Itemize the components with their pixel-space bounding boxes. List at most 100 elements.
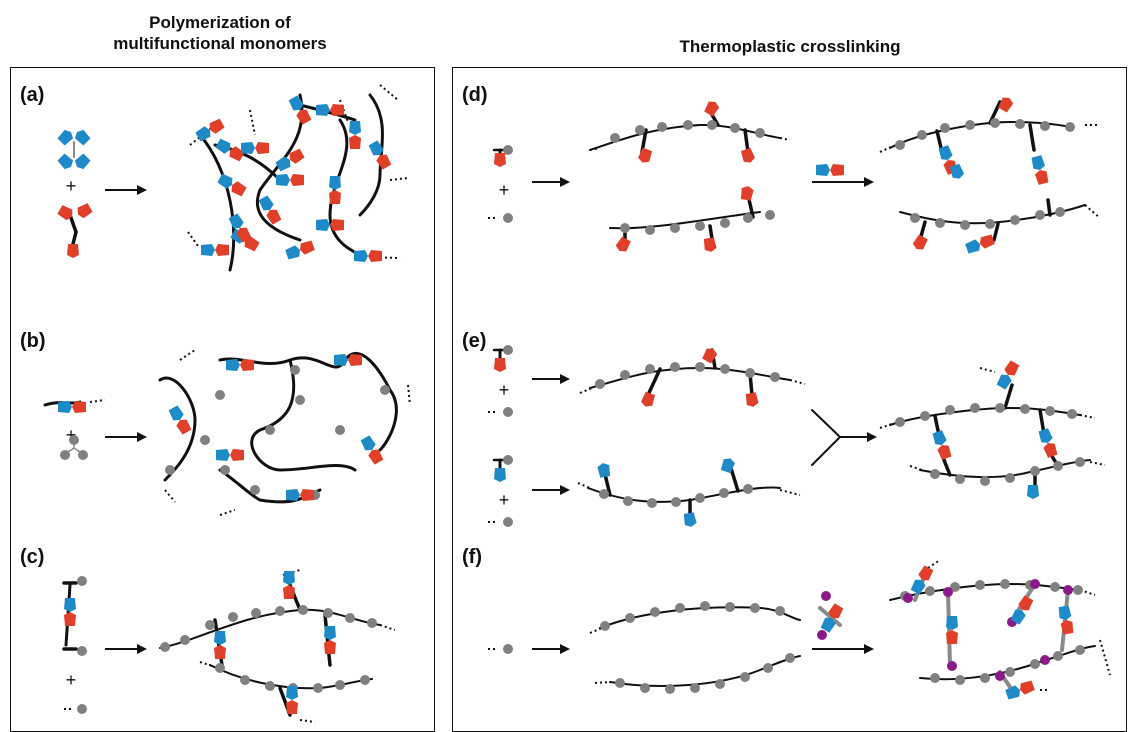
grey-bead	[695, 493, 705, 503]
grey-bead	[200, 435, 210, 445]
red-unit-shape	[1018, 595, 1034, 611]
chain-continuation	[1099, 639, 1111, 676]
red-unit	[77, 203, 93, 219]
blue-unit-shape	[324, 626, 336, 640]
chain-continuation	[779, 137, 791, 141]
red-unit-shape	[830, 164, 844, 176]
blue-unit	[329, 176, 341, 190]
red-unit	[72, 401, 86, 413]
grey-bead	[675, 603, 685, 613]
grey-bead	[740, 672, 750, 682]
red-unit-shape	[236, 227, 252, 243]
panel-label-a: (a)	[20, 84, 45, 106]
red-unit	[703, 237, 717, 252]
grey-bead	[960, 220, 970, 230]
red-unit	[376, 154, 392, 170]
grey-bead	[69, 435, 79, 445]
blue-unit-shape	[360, 435, 376, 451]
red-unit-shape	[368, 449, 384, 465]
blue-unit-shape	[258, 195, 274, 211]
reactive-units	[57, 95, 1074, 714]
blue-unit	[283, 571, 295, 585]
grey-bead	[950, 582, 960, 592]
blue-unit	[946, 616, 958, 630]
red-unit	[918, 565, 934, 581]
grey-bead	[930, 673, 940, 683]
crosslink-strand	[1060, 588, 1070, 652]
grey-bead	[640, 683, 650, 693]
blue-unit	[74, 129, 91, 146]
polymer-chain	[158, 352, 398, 504]
grey-bead	[750, 603, 760, 613]
grey-bead	[335, 425, 345, 435]
red-unit	[64, 612, 76, 626]
blue-unit-shape	[1005, 685, 1021, 700]
red-unit	[494, 153, 506, 167]
grey-bead	[313, 683, 323, 693]
grey-bead	[503, 345, 513, 355]
plus-sign-b: +	[65, 425, 77, 445]
chain-continuation	[249, 109, 256, 136]
purple-end-group	[821, 591, 831, 601]
grey-beads	[60, 118, 1085, 714]
chain-continuation	[1079, 414, 1096, 419]
red-unit-shape	[348, 354, 362, 366]
red-unit-shape	[176, 419, 192, 435]
grey-bead	[215, 663, 225, 673]
red-unit	[300, 240, 315, 255]
blue-unit	[201, 244, 215, 256]
red-unit-shape	[745, 392, 759, 407]
grey-bead	[1053, 461, 1063, 471]
blue-unit	[996, 374, 1012, 390]
red-unit-shape	[77, 203, 93, 219]
grey-bead	[220, 465, 230, 475]
chain-continuation	[577, 482, 591, 489]
red-unit	[745, 392, 759, 407]
grey-bead	[945, 405, 955, 415]
blue-unit-shape	[228, 213, 244, 229]
grey-bead	[503, 455, 513, 465]
purple-bead	[1063, 585, 1073, 595]
grey-bead	[1005, 667, 1015, 677]
red-unit	[979, 234, 995, 249]
chain-continuation	[199, 661, 213, 667]
red-unit-shape	[300, 240, 315, 255]
grey-bead	[683, 120, 693, 130]
grey-bead	[700, 601, 710, 611]
red-unit	[266, 209, 282, 225]
grey-bead	[600, 621, 610, 631]
panel-label-e: (e)	[462, 330, 487, 352]
grey-bead	[920, 411, 930, 421]
grey-bead	[323, 608, 333, 618]
chain-continuation	[579, 387, 593, 394]
blue-unit	[276, 174, 290, 186]
blue-unit	[168, 405, 184, 421]
red-unit-shape	[937, 445, 952, 460]
grey-bead	[1005, 473, 1015, 483]
panel-label-f: (f)	[462, 546, 482, 568]
blue-unit-shape	[57, 129, 74, 146]
red-unit	[1034, 169, 1049, 185]
blue-unit	[334, 354, 348, 366]
grey-bead	[380, 385, 390, 395]
grey-bead	[503, 407, 513, 417]
red-unit	[244, 236, 260, 252]
red-unit-shape	[1043, 443, 1058, 458]
blue-unit	[1005, 685, 1021, 700]
red-unit	[176, 419, 192, 435]
blue-unit	[217, 173, 233, 189]
red-unit	[240, 359, 254, 371]
reaction-arrows	[105, 177, 877, 654]
blue-unit	[932, 430, 947, 445]
grey-bead	[215, 390, 225, 400]
panel-label-c: (c)	[20, 546, 45, 568]
red-unit-shape	[704, 101, 720, 117]
blue-unit-shape	[286, 489, 300, 501]
blue-unit	[820, 617, 836, 633]
blue-unit	[57, 153, 74, 170]
grey-bead	[623, 496, 633, 506]
blue-unit	[286, 489, 300, 501]
grey-bead	[60, 450, 70, 460]
blue-unit	[1038, 428, 1053, 443]
red-unit-shape	[918, 565, 934, 581]
